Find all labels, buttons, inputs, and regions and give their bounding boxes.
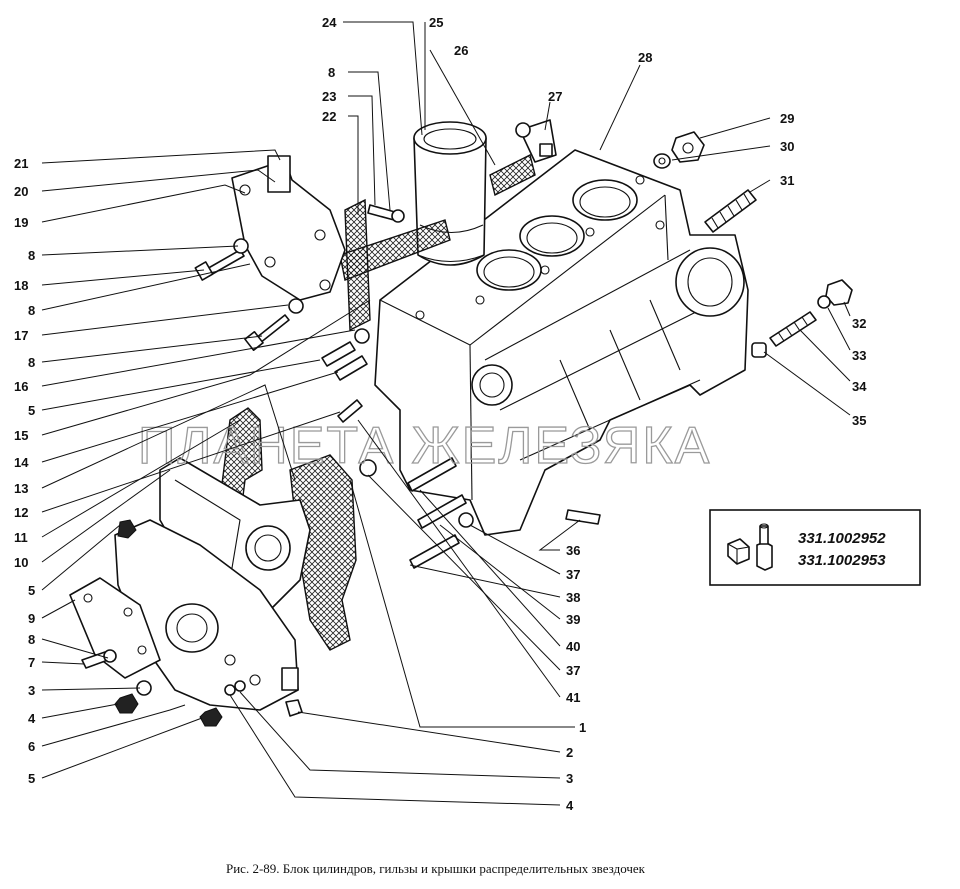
callout-31: 31 <box>780 173 794 188</box>
callout-37b: 37 <box>566 663 580 678</box>
fitting-27 <box>515 119 557 163</box>
bolt-16 <box>244 298 304 352</box>
callout-3b: 3 <box>566 771 573 786</box>
callout-9: 9 <box>28 611 35 626</box>
figure-caption: Рис. 2-89. Блок цилиндров, гильзы и крыш… <box>226 861 646 876</box>
callout-12: 12 <box>14 505 28 520</box>
watermark: ПЛАНЕТА ЖЕЛЕЗЯКА <box>138 417 711 475</box>
callout-4a: 4 <box>28 711 36 726</box>
callout-29: 29 <box>780 111 794 126</box>
part-code-2: 331.1002953 <box>798 552 886 569</box>
callout-40: 40 <box>566 639 580 654</box>
timing-cover-gasket-b <box>289 454 357 651</box>
callout-14: 14 <box>14 455 29 470</box>
callout-25: 25 <box>429 15 443 30</box>
callout-13: 13 <box>14 481 28 496</box>
bolt-18 <box>194 238 249 281</box>
callout-26: 26 <box>454 43 468 58</box>
small-bolts-top <box>367 204 405 223</box>
callout-3a: 3 <box>28 683 35 698</box>
callout-11: 11 <box>14 530 28 545</box>
callout-6: 6 <box>28 739 35 754</box>
callout-30: 30 <box>780 139 794 154</box>
callout-5b: 5 <box>28 583 35 598</box>
callout-10: 10 <box>14 555 28 570</box>
callout-8c: 8 <box>28 303 35 318</box>
callout-8e: 8 <box>28 632 35 647</box>
upper-cover-plate <box>231 155 346 301</box>
nut-29-washer-30 <box>653 131 705 169</box>
callout-18: 18 <box>14 278 28 293</box>
callout-37a: 37 <box>566 567 580 582</box>
callout-8d: 8 <box>28 355 35 370</box>
callout-36: 36 <box>566 543 580 558</box>
callout-27: 27 <box>548 89 562 104</box>
callout-2: 2 <box>566 745 573 760</box>
callout-16: 16 <box>14 379 28 394</box>
liner-gasket-upper <box>489 153 536 197</box>
callout-28: 28 <box>638 50 652 65</box>
callout-8a: 8 <box>328 65 335 80</box>
leader-lines <box>41 21 851 806</box>
engine-drawing: 331.1002952 331.1002953 <box>69 119 921 727</box>
callout-21: 21 <box>14 156 28 171</box>
studs-front <box>321 328 601 569</box>
stud-34-nut-32 <box>751 279 853 358</box>
side-gasket <box>344 198 371 332</box>
callout-19: 19 <box>14 215 28 230</box>
callout-5c: 5 <box>28 771 35 786</box>
callout-labels: 24 25 26 28 8 23 22 27 29 30 31 21 20 19… <box>14 15 867 813</box>
callout-15: 15 <box>14 428 28 443</box>
callout-8b: 8 <box>28 248 35 263</box>
small-hardware-left <box>81 519 303 727</box>
callout-33: 33 <box>852 348 866 363</box>
callout-5a: 5 <box>28 403 35 418</box>
callout-4b: 4 <box>566 798 574 813</box>
stud-31 <box>704 189 757 233</box>
callout-38: 38 <box>566 590 580 605</box>
callout-22: 22 <box>322 109 336 124</box>
callout-7: 7 <box>28 655 35 670</box>
callout-39: 39 <box>566 612 580 627</box>
callout-23: 23 <box>322 89 336 104</box>
callout-1: 1 <box>579 720 586 735</box>
callout-24: 24 <box>322 15 337 30</box>
part-code-inset: 331.1002952 331.1002953 <box>709 509 921 586</box>
callout-34: 34 <box>852 379 867 394</box>
callout-20: 20 <box>14 184 28 199</box>
callout-32: 32 <box>852 316 866 331</box>
callout-41: 41 <box>566 690 580 705</box>
timing-cover-lower <box>114 519 299 711</box>
callout-35: 35 <box>852 413 866 428</box>
part-code-1: 331.1002952 <box>798 530 886 547</box>
callout-17: 17 <box>14 328 28 343</box>
